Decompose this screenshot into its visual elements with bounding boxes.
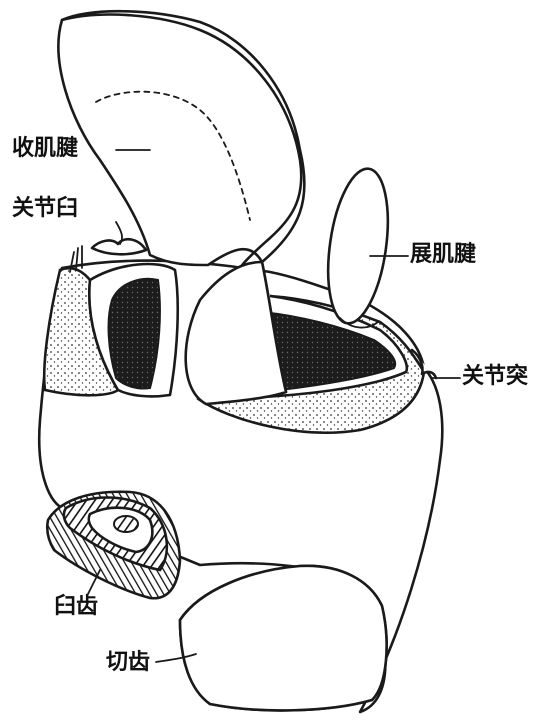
label-abductor-tendon: 展肌腱 <box>410 242 477 267</box>
socket-cavity <box>107 277 161 390</box>
leader-incisor-teeth <box>155 653 197 663</box>
label-molar-teeth: 臼齿 <box>54 594 99 619</box>
molar-core <box>113 515 139 533</box>
abductor-tendon <box>326 167 390 325</box>
articular-process-knob <box>410 348 438 380</box>
abductor-tendon-joint <box>339 317 379 329</box>
socket-bumps <box>90 237 148 256</box>
label-articular-process: 关节突 <box>462 364 529 389</box>
adductor-tendon-front <box>57 18 288 406</box>
socket-hairs <box>69 245 83 273</box>
label-incisor-teeth: 切齿 <box>106 650 151 675</box>
label-adductor-tendon: 收肌腱 <box>12 136 79 161</box>
adductor-tendon-dashed <box>95 90 251 221</box>
leader-articular-socket <box>115 221 123 245</box>
incisor-outline <box>178 564 388 712</box>
label-articular-socket: 关节臼 <box>12 196 79 221</box>
leader-molar-teeth <box>87 569 101 595</box>
